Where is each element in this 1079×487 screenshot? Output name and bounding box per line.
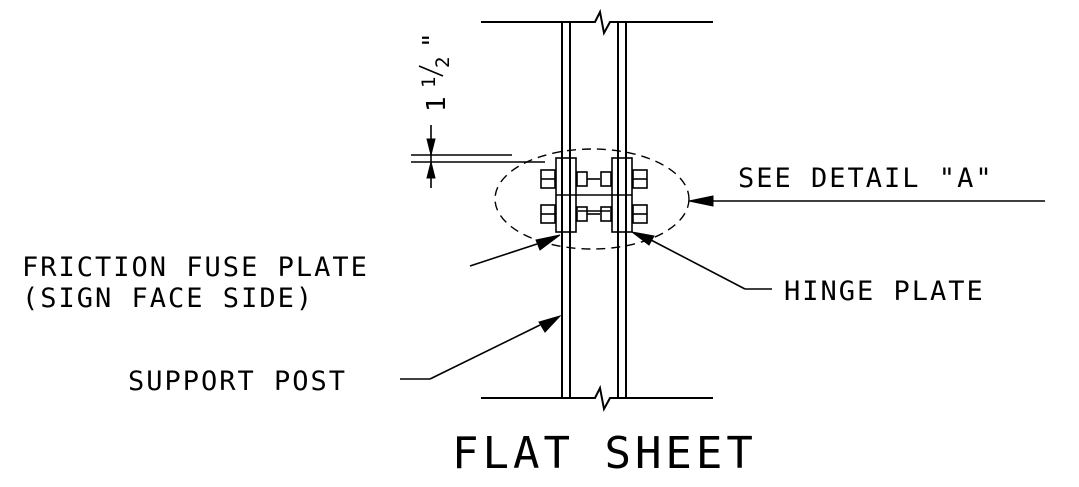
sign-face-side-label: (SIGN FACE SIDE): [22, 283, 314, 314]
top-break-line: [481, 8, 713, 36]
hinge-plate-leader: [631, 231, 772, 290]
bolt-lower-right: [600, 204, 648, 224]
see-detail-leader: [688, 195, 1045, 207]
detail-a-callout-ellipse: [494, 148, 690, 250]
bolt-upper-right: [600, 169, 648, 189]
support-post-right: [617, 21, 627, 399]
hinge-plate-label: HINGE PLATE: [784, 276, 985, 307]
support-post-label: SUPPORT POST: [128, 366, 347, 397]
drawing-title: FLAT SHEET: [452, 428, 757, 479]
see-detail-label: SEE DETAIL "A": [738, 163, 994, 194]
dimension-one-and-half-inch: 1 1 2 ": [411, 32, 545, 188]
friction-fuse-plate-leader: [469, 234, 561, 267]
dimension-denominator: 2: [432, 57, 454, 68]
support-post-leader: [400, 315, 562, 380]
dimension-unit: ": [418, 32, 448, 48]
dimension-numerator: 1: [418, 77, 440, 88]
friction-fuse-plate-label: FRICTION FUSE PLATE: [22, 252, 369, 283]
support-post-left: [561, 21, 571, 399]
bolt-upper-left: [540, 169, 600, 189]
bolt-lower-left: [540, 204, 600, 224]
connection-plates: [555, 157, 633, 233]
dimension-whole: 1: [422, 96, 452, 112]
bottom-break-line: [481, 384, 713, 412]
